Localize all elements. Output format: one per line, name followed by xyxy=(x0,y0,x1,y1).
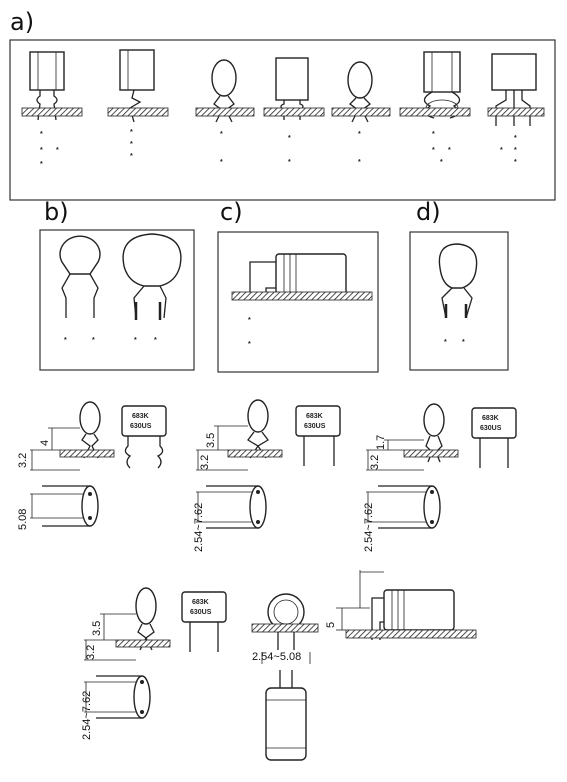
component-c-axial-cap: ** xyxy=(231,253,373,348)
svg-text:*: * xyxy=(440,159,443,166)
dim-group-4: 3.2 3.5 2.54~7.62 683K 630US xyxy=(81,587,227,740)
svg-text:*: * xyxy=(514,159,517,166)
cap-1-marking-2: 630US xyxy=(130,423,152,430)
svg-text:*: * xyxy=(514,135,517,142)
component-b-large-disc: ** xyxy=(122,233,182,344)
svg-text:*: * xyxy=(220,159,223,166)
svg-text:*: * xyxy=(432,147,435,154)
cap-3-marking-2: 630US xyxy=(480,425,502,432)
svg-text:*: * xyxy=(220,131,223,138)
svg-text:*: * xyxy=(130,153,133,160)
dim-3-pitch: 2.54~7.62 xyxy=(363,503,375,552)
dim-2-h1: 3.2 xyxy=(199,455,211,470)
svg-text:*: * xyxy=(248,341,251,348)
label-d: d) xyxy=(416,198,441,226)
svg-text:*: * xyxy=(514,147,517,154)
dim-6-h: 5 xyxy=(325,622,337,628)
component-a3: ** xyxy=(195,59,255,166)
component-a7: * * * * xyxy=(487,53,545,166)
cap-4-marking-2: 630US xyxy=(190,609,212,616)
label-a: a) xyxy=(10,8,34,36)
dim-1-h1: 3.2 xyxy=(17,453,29,468)
dim-2-pitch: 2.54~7.62 xyxy=(193,503,205,552)
svg-text:*: * xyxy=(40,147,43,154)
cap-4-marking-1: 683K xyxy=(192,599,209,606)
component-a5: ** xyxy=(331,61,391,166)
dim-3-h2: 1.7 xyxy=(375,435,387,450)
component-a4: ** xyxy=(263,57,325,166)
label-b: b) xyxy=(44,198,69,226)
svg-text:*: * xyxy=(130,129,133,136)
label-c: c) xyxy=(220,198,243,226)
cap-3-marking-1: 683K xyxy=(482,415,499,422)
panel-d xyxy=(409,231,509,371)
dim-group-2: 3.2 3.5 2.54~7.62 683K 630US xyxy=(193,399,341,552)
svg-text:*: * xyxy=(288,159,291,166)
dim-5-pitch: 2.54~5.08 xyxy=(252,651,301,663)
svg-text:*: * xyxy=(432,131,435,138)
panel-b xyxy=(39,229,195,371)
svg-text:*: * xyxy=(288,135,291,142)
cap-2-marking-2: 630US xyxy=(304,423,326,430)
svg-text:*: * xyxy=(448,147,451,154)
component-b-small-disc: ** xyxy=(59,235,101,344)
dim-group-5: 2.54~5.08 xyxy=(251,593,319,761)
cap-2-marking-1: 683K xyxy=(306,413,323,420)
dim-1-h2: 4 xyxy=(39,440,51,446)
svg-text:*: * xyxy=(40,131,43,138)
svg-text:*: * xyxy=(358,159,361,166)
svg-text:*: * xyxy=(40,161,43,168)
svg-text:*: * xyxy=(248,317,251,324)
component-a6: * * * * xyxy=(399,51,471,166)
dim-3-h1: 3.2 xyxy=(369,455,381,470)
dim-group-3: 3.2 1.7 2.54~7.62 683K 630US xyxy=(363,403,517,552)
svg-text:*: * xyxy=(462,339,465,346)
svg-text:*: * xyxy=(444,339,447,346)
panel-c xyxy=(217,231,379,373)
dim-4-h2: 3.5 xyxy=(91,621,103,636)
svg-text:*: * xyxy=(64,337,67,344)
svg-text:*: * xyxy=(358,131,361,138)
svg-text:*: * xyxy=(130,141,133,148)
svg-text:*: * xyxy=(154,337,157,344)
svg-text:*: * xyxy=(56,147,59,154)
dim-4-pitch: 2.54~7.62 xyxy=(81,691,93,740)
component-a2: * * * xyxy=(107,49,169,160)
svg-text:*: * xyxy=(92,337,95,344)
dim-4-h1: 3.2 xyxy=(85,645,97,660)
component-d-disc: ** xyxy=(438,243,478,346)
dim-group-6: 5 xyxy=(325,570,477,640)
dim-2-h2: 3.5 xyxy=(205,433,217,448)
dim-group-1: 3.2 4 5.08 683K 630US xyxy=(17,401,167,530)
svg-text:*: * xyxy=(134,337,137,344)
panel-a xyxy=(9,39,556,201)
component-a1: * * * * xyxy=(21,51,83,168)
dim-1-pitch: 5.08 xyxy=(17,509,29,530)
svg-text:*: * xyxy=(500,147,503,154)
cap-1-marking-1: 683K xyxy=(132,413,149,420)
